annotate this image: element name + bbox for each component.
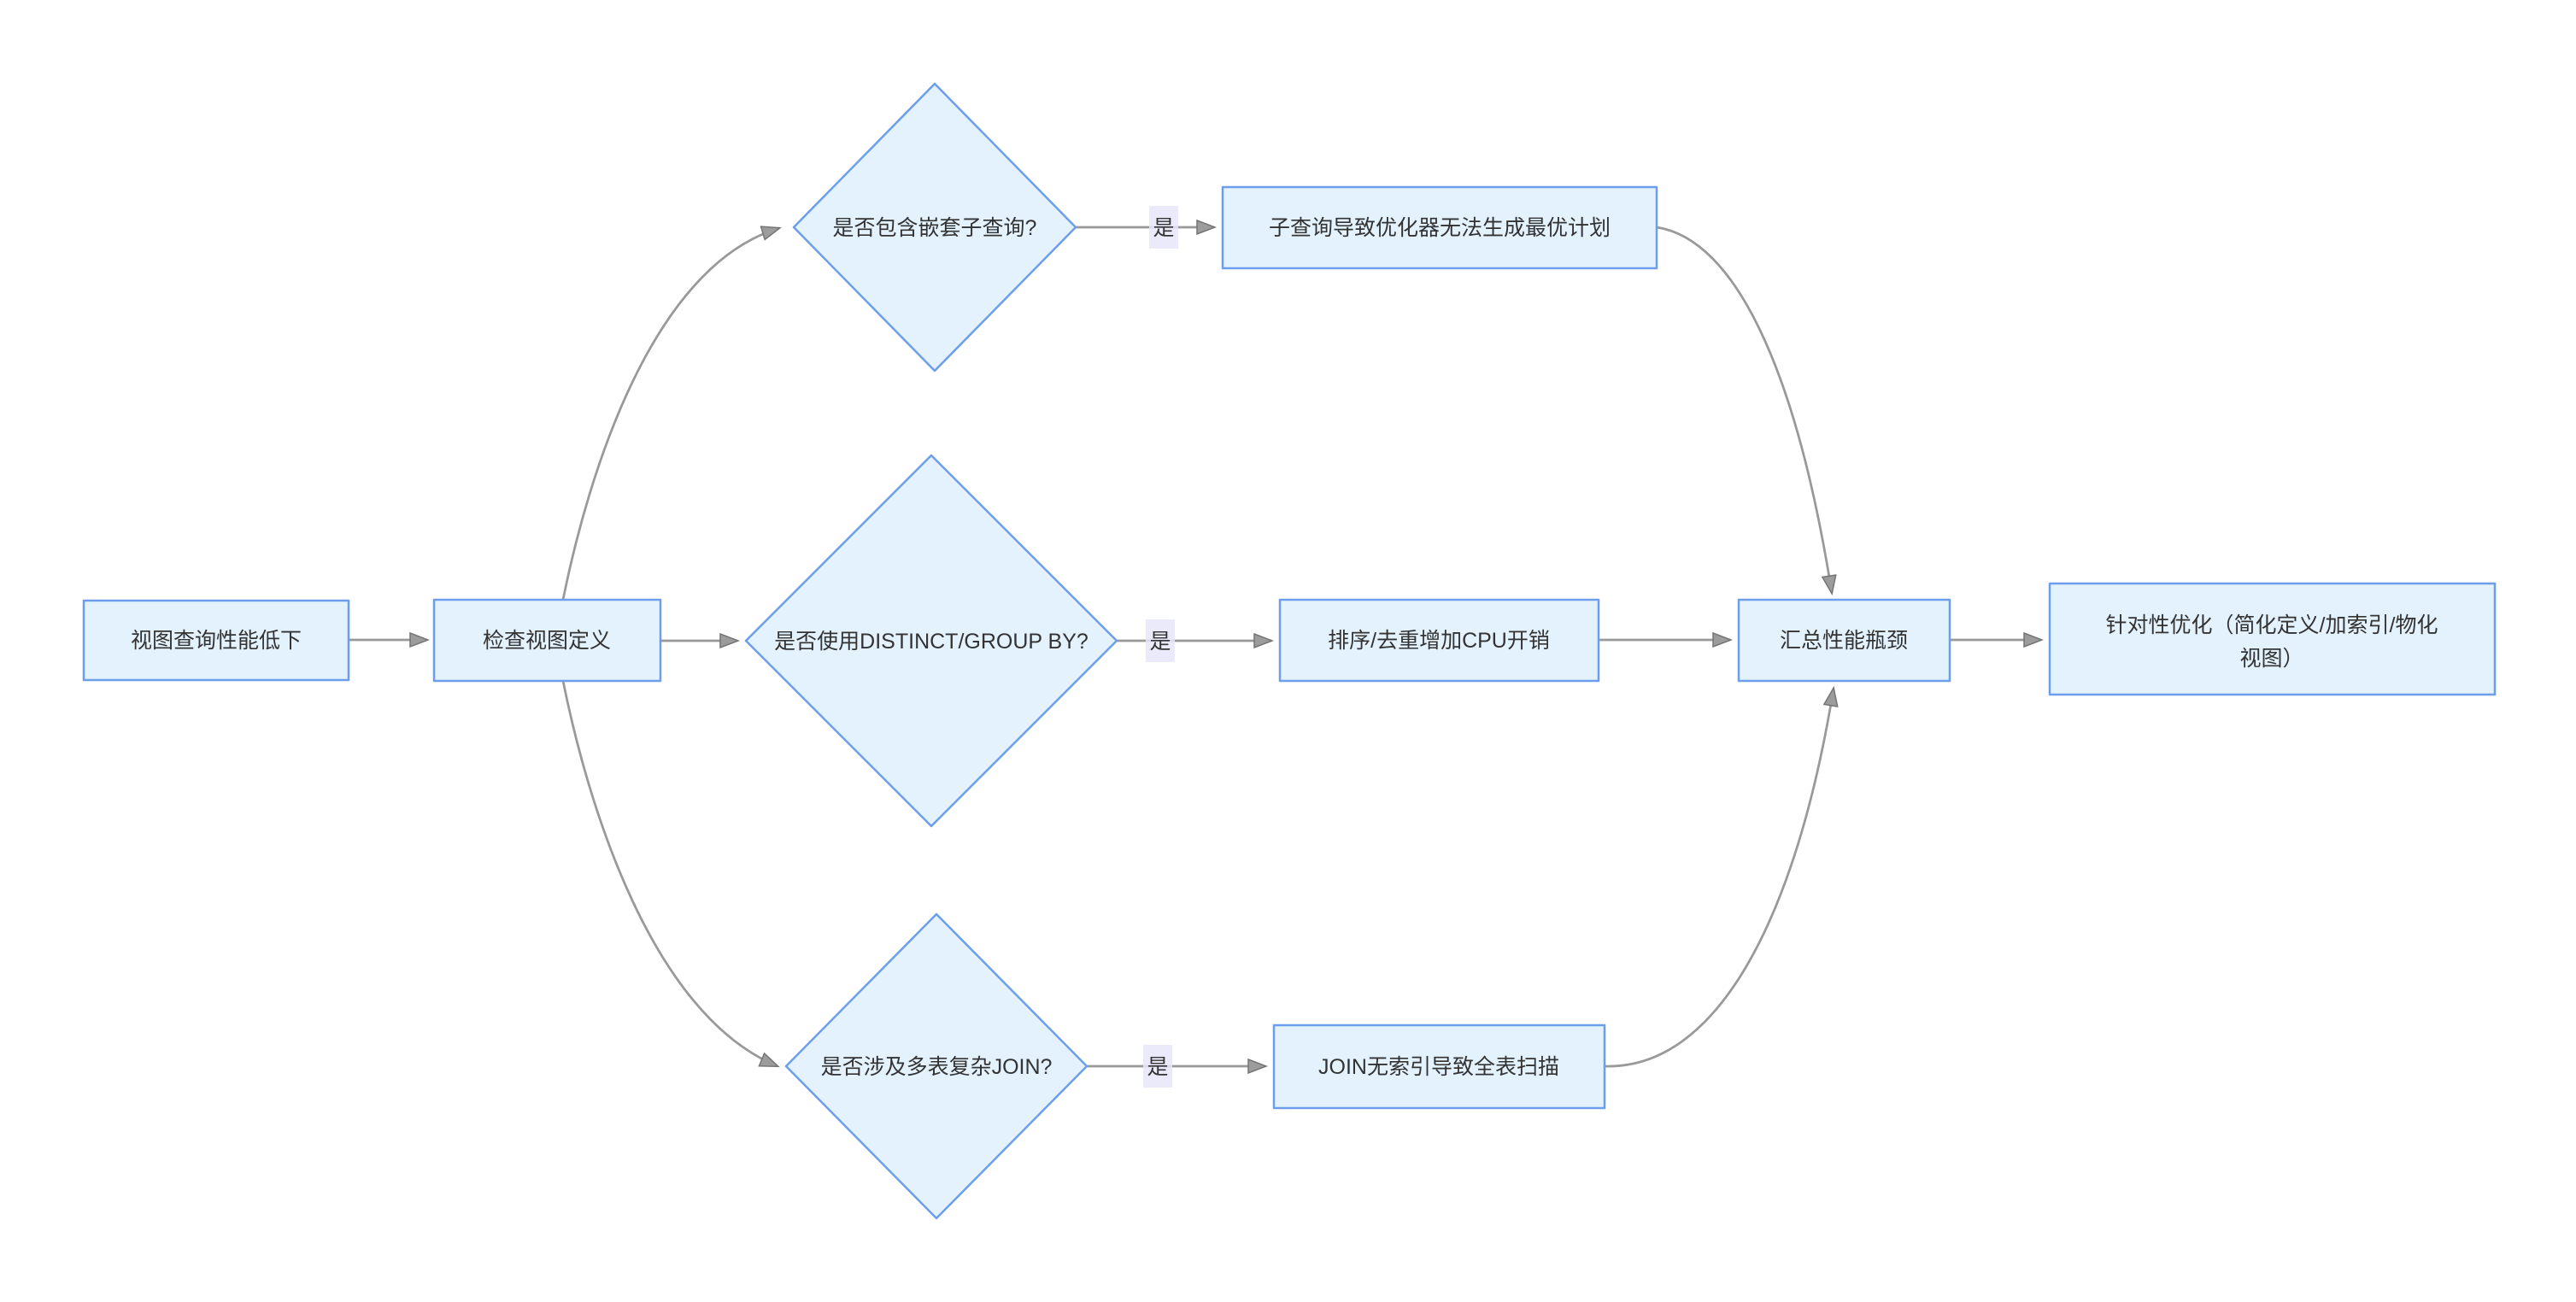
node-label: JOIN无索引导致全表扫描	[1318, 1055, 1559, 1079]
node-sort-dedup-cpu-overhead: 排序/去重增加CPU开销	[1278, 598, 1600, 683]
edge-label-yes-top: 是	[1149, 206, 1178, 249]
node-label: 排序/去重增加CPU开销	[1328, 629, 1550, 653]
node-label: 检查视图定义	[483, 629, 611, 653]
decision-distinct-group-by: 是否使用DISTINCT/GROUP BY?	[744, 454, 1118, 828]
edge-label-yes-middle: 是	[1146, 619, 1175, 662]
node-performance-bottleneck-summary: 汇总性能瓶颈	[1737, 598, 1951, 683]
node-label-line1: 针对性优化（简化定义/加索引/物化	[2106, 613, 2438, 637]
edge-label-text: 是	[1149, 630, 1171, 654]
node-check-view-definition: 检查视图定义	[432, 598, 662, 683]
node-label: 子查询导致优化器无法生成最优计划	[1269, 216, 1611, 240]
node-label: 汇总性能瓶颈	[1780, 629, 1908, 653]
node-label: 是否涉及多表复杂JOIN?	[821, 1055, 1053, 1079]
edge-subquery-to-summary	[1656, 226, 1832, 593]
edge-check-to-nested-subquery	[561, 228, 779, 601]
node-label: 视图查询性能低下	[131, 629, 302, 653]
node-label-line2: 视图）	[2239, 647, 2303, 671]
edge-label-yes-bottom: 是	[1143, 1045, 1172, 1088]
decision-multi-table-join: 是否涉及多表复杂JOIN?	[784, 912, 1088, 1220]
node-label: 是否包含嵌套子查询?	[833, 216, 1037, 240]
edge-check-to-multi-join	[561, 680, 777, 1068]
node-targeted-optimization: 针对性优化（简化定义/加索引/物化 视图）	[2048, 582, 2497, 696]
node-view-query-performance-low: 视图查询性能低下	[82, 599, 350, 682]
edge-scan-to-summary	[1604, 689, 1834, 1068]
node-subquery-optimizer-issue: 子查询导致优化器无法生成最优计划	[1221, 185, 1658, 270]
edge-label-text: 是	[1153, 216, 1174, 240]
node-label: 是否使用DISTINCT/GROUP BY?	[774, 630, 1088, 654]
node-join-no-index-full-scan: JOIN无索引导致全表扫描	[1272, 1023, 1606, 1110]
decision-nested-subquery: 是否包含嵌套子查询?	[792, 82, 1077, 372]
edge-label-text: 是	[1147, 1055, 1168, 1079]
edge-layer	[349, 227, 2041, 1066]
